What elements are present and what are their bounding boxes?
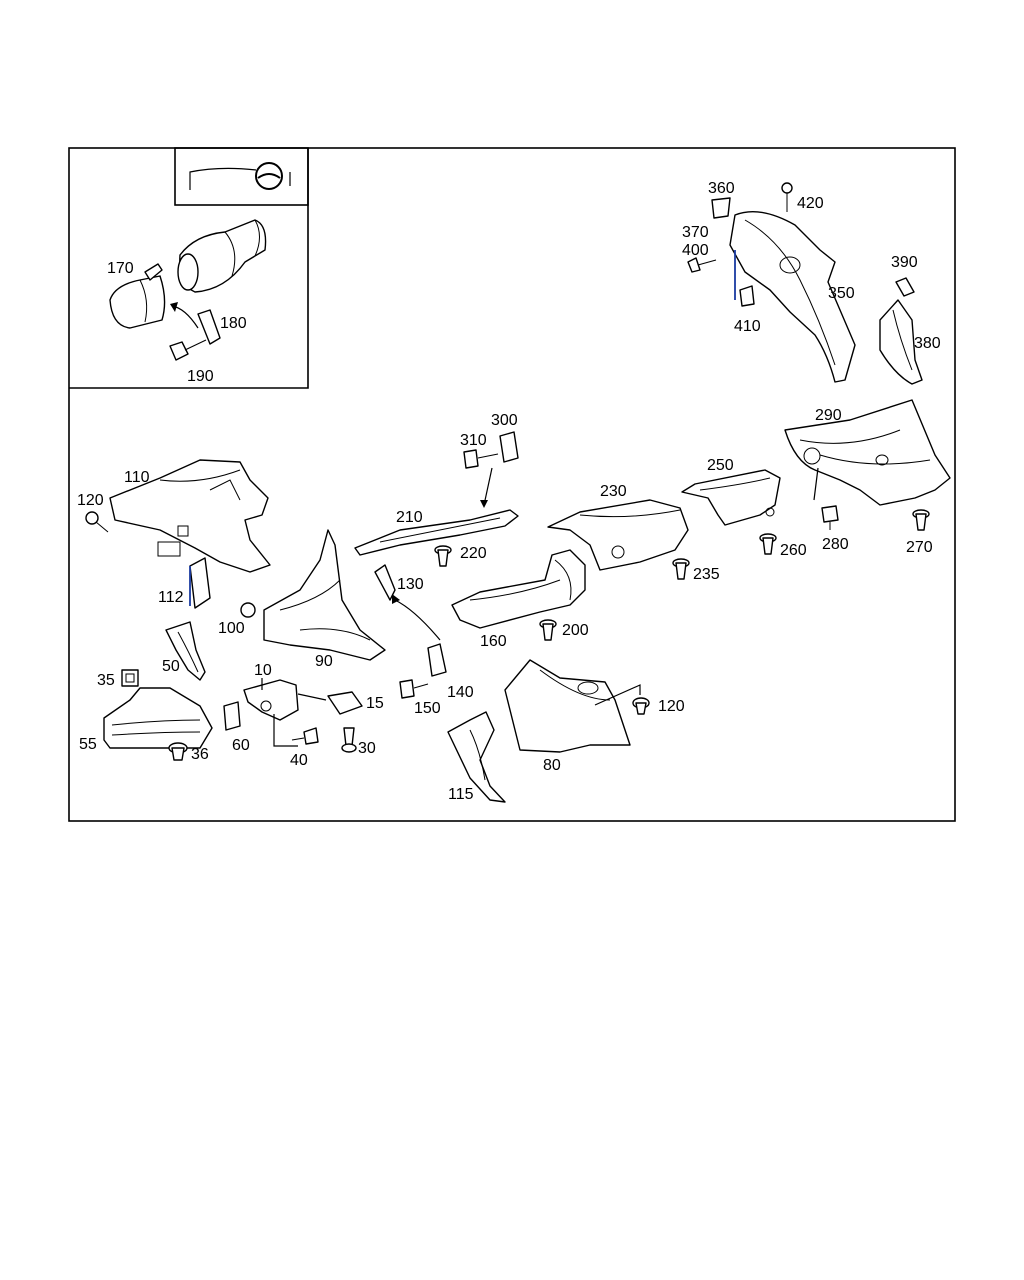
part-15-clip <box>327 691 363 715</box>
part-motor <box>177 219 267 293</box>
part-80-panel <box>504 659 631 753</box>
part-55-shield <box>103 687 213 749</box>
part-410-clip <box>739 285 755 307</box>
label-150: 150 <box>414 700 441 717</box>
icon-box <box>174 147 309 206</box>
arrow-170 <box>171 305 199 329</box>
part-160-assembly <box>109 263 166 329</box>
label-420: 420 <box>797 195 824 212</box>
part-200-fastener <box>539 619 557 641</box>
part-120-left-fastener <box>85 511 109 533</box>
inset-frame <box>69 148 309 389</box>
part-labels: 170 180 190 360 420 370 400 390 350 410 … <box>77 180 941 803</box>
part-36-fastener <box>168 742 188 761</box>
label-30: 30 <box>358 740 376 757</box>
part-280-fastener <box>912 509 930 531</box>
label-250: 250 <box>707 457 734 474</box>
part-130-bracket <box>374 564 396 601</box>
label-390: 390 <box>891 254 918 271</box>
arrow-300 <box>483 467 493 506</box>
part-60-clip <box>223 701 241 731</box>
part-30-screw <box>341 727 357 753</box>
part-115-seal <box>447 711 506 803</box>
part-50-bracket <box>165 621 206 681</box>
label-80: 80 <box>543 757 561 774</box>
part-90-panel <box>263 529 386 661</box>
part-100-fastener <box>240 602 256 618</box>
label-130: 130 <box>397 576 424 593</box>
part-180-bolt <box>169 339 207 361</box>
part-360-clip <box>711 197 731 219</box>
label-290: 280 <box>822 536 849 553</box>
part-390-clip <box>895 277 915 297</box>
label-110: 110 <box>124 469 150 486</box>
label-60: 60 <box>232 737 250 754</box>
label-140: 140 <box>447 684 474 701</box>
steering-wheel-icon <box>189 162 291 190</box>
part-210-shield <box>354 509 519 556</box>
label-350: 350 <box>828 285 855 302</box>
label-220: 220 <box>460 545 487 562</box>
label-370: 370 <box>682 224 709 241</box>
part-220-fastener <box>434 545 452 567</box>
part-112-seal <box>189 557 211 609</box>
label-190: 160 <box>480 633 507 650</box>
label-115: 115 <box>448 786 474 803</box>
part-190-shield <box>451 549 586 629</box>
part-170-bracket <box>197 309 221 345</box>
label-50: 50 <box>162 658 180 675</box>
label-230: 230 <box>600 483 627 500</box>
label-36: 36 <box>191 746 209 763</box>
part-310-bolt <box>463 449 499 469</box>
label-10: 10 <box>254 662 272 679</box>
label-235: 235 <box>693 566 720 583</box>
part-110-panel <box>109 459 271 573</box>
part-230-shield <box>547 499 689 571</box>
part-150-bolt <box>399 679 429 699</box>
label-120-left: 120 <box>77 492 104 509</box>
part-10-bracket <box>243 679 299 721</box>
part-40-screw <box>291 727 319 745</box>
part-140-clip <box>427 643 447 677</box>
part-260-fastener <box>759 533 777 555</box>
label-300: 300 <box>491 412 518 429</box>
label-270: 290 <box>815 407 842 424</box>
label-210: 210 <box>396 509 423 526</box>
part-250-shield <box>681 469 781 526</box>
label-410: 410 <box>734 318 761 335</box>
label-380: 380 <box>914 335 941 352</box>
label-360: 360 <box>708 180 735 197</box>
part-120-right-fastener <box>632 697 650 715</box>
part-420-screw <box>781 182 793 212</box>
label-35: 35 <box>97 672 115 689</box>
diagram-frame <box>68 147 956 822</box>
label-180: 190 <box>187 368 214 385</box>
arrow-140 <box>394 599 441 641</box>
label-280: 270 <box>906 539 933 556</box>
part-35-clip <box>121 669 139 687</box>
label-260: 260 <box>780 542 807 559</box>
label-15: 15 <box>366 695 384 712</box>
label-170: 180 <box>220 315 247 332</box>
label-90: 90 <box>315 653 333 670</box>
label-200: 200 <box>562 622 589 639</box>
part-350-shield <box>729 210 856 383</box>
part-290-screw <box>821 505 839 530</box>
part-270-shield <box>784 399 951 506</box>
label-310: 310 <box>460 432 487 449</box>
part-300-clip <box>499 431 519 463</box>
label-120-right: 120 <box>658 698 685 715</box>
label-40: 40 <box>290 752 308 769</box>
label-112: 112 <box>158 589 184 606</box>
part-235-fastener <box>672 558 690 580</box>
label-55: 55 <box>79 736 97 753</box>
part-380-shield <box>879 299 923 385</box>
label-400: 400 <box>682 242 709 259</box>
label-160: 170 <box>107 260 134 277</box>
part-370-400-screw <box>687 257 717 273</box>
label-100: 100 <box>218 620 245 637</box>
